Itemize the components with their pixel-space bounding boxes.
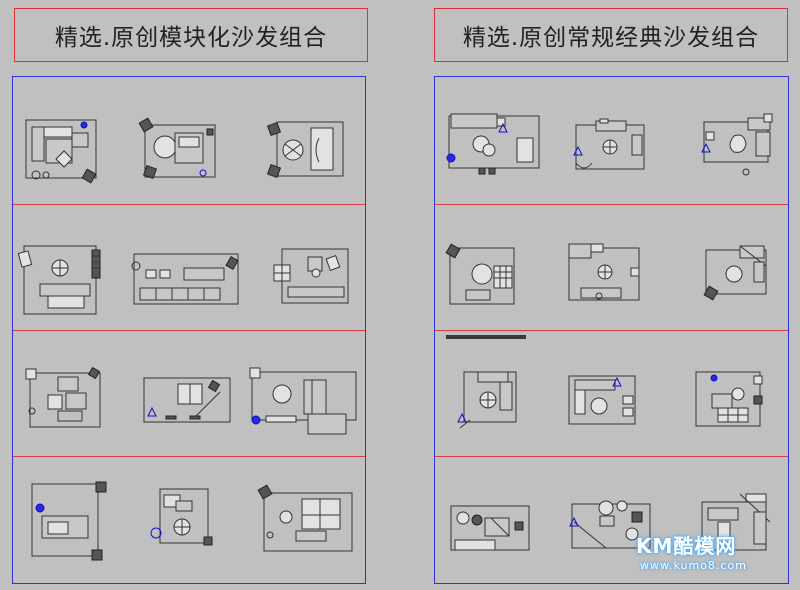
title-left: 精选.原创模块化沙发组合 [14,8,368,62]
sofa-plan-r2-3 [703,245,767,301]
sofa-plan-l2-2 [131,253,239,305]
sofa-plan-r3-2 [568,375,636,425]
sofa-plan-r4-1 [450,505,530,551]
sofa-plan-l4-3 [257,484,353,552]
title-right: 精选.原创常规经典沙发组合 [434,8,788,62]
panel-modular-sofa [12,76,366,584]
sofa-plan-l4-1 [31,481,107,561]
sofa-plan-l3-3 [249,367,357,435]
sofa-plan-r1-1 [446,113,540,175]
sofa-plan-l4-2 [150,488,213,546]
row-divider [435,330,788,331]
row-divider [13,330,365,331]
title-right-text: 精选.原创常规经典沙发组合 [462,25,760,51]
row-divider [13,456,365,457]
sofa-plan-l3-2 [143,377,231,423]
sofa-plan-r2-2 [568,243,640,301]
sofa-plan-l1-2 [138,117,216,180]
row-divider [435,456,788,457]
title-left-text: 精选.原创模块化沙发组合 [54,25,328,51]
row-divider [435,204,788,205]
sofa-plan-r3-3 [695,371,763,427]
sofa-plan-r4-3 [701,493,771,551]
sofa-plan-l1-3 [266,121,344,179]
sofa-plan-l1-1 [25,119,97,184]
row-divider [13,204,365,205]
sofa-plan-r1-3 [701,113,773,176]
panel-classic-sofa [434,76,789,584]
sofa-plan-r4-2 [569,500,651,549]
watermark-url: www.kumo8.com [640,559,747,572]
sofa-plan-l2-3 [273,248,349,304]
sofa-plan-r3-1 [457,371,517,429]
watermark-logo: KM酷模网 www.kumo8.com [636,530,766,572]
watermark-brand: KM酷模网 [636,534,737,558]
sofa-plan-r2-1 [445,243,515,305]
sofa-plan-l2-1 [17,245,101,315]
sofa-plan-r1-2 [573,118,645,170]
black-bar [446,335,526,339]
sofa-plan-l3-1 [25,366,101,428]
